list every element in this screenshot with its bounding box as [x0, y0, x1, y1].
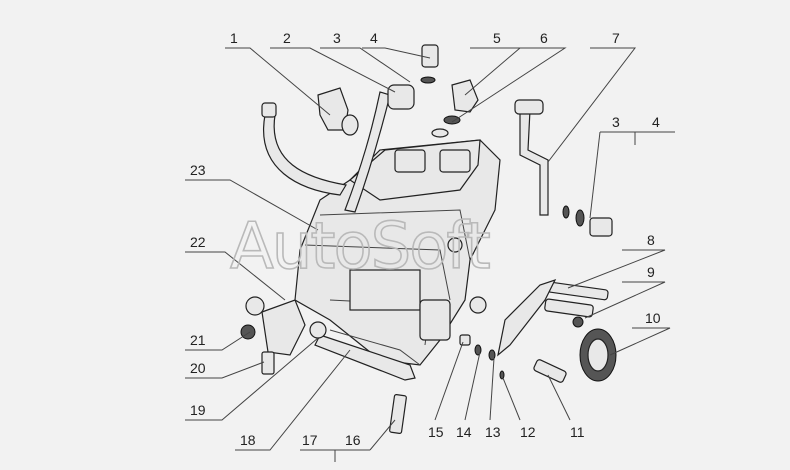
- callout-20: 20: [190, 360, 206, 376]
- pipes: [261, 91, 549, 216]
- upper-fittings: [317, 44, 479, 138]
- callout-23: 23: [190, 162, 206, 178]
- callout-19: 19: [190, 402, 206, 418]
- watermark-text: AutoSoft: [230, 210, 490, 284]
- callout-17: 17: [302, 432, 318, 448]
- callout-6: 6: [540, 30, 548, 46]
- callout-9: 9: [647, 264, 655, 280]
- callout-1: 1: [230, 30, 238, 46]
- callout-21: 21: [190, 332, 206, 348]
- callout-15: 15: [428, 424, 444, 440]
- main-housing: [294, 139, 501, 366]
- callout-4: 4: [370, 30, 378, 46]
- callout-10: 10: [645, 310, 661, 326]
- callout-12: 12: [520, 424, 536, 440]
- callout-3: 3: [333, 30, 341, 46]
- callout-14: 14: [456, 424, 472, 440]
- callout-2: 2: [283, 30, 291, 46]
- callout-22: 22: [190, 234, 206, 250]
- leader-lines: [185, 47, 675, 462]
- callout-16: 16: [345, 432, 361, 448]
- callout-5: 5: [493, 30, 501, 46]
- callout-11: 11: [570, 424, 585, 440]
- small-washers: [459, 334, 505, 380]
- callout-18: 18: [240, 432, 256, 448]
- callout-3-right: 3: [612, 114, 620, 130]
- callout-7: 7: [612, 30, 620, 46]
- callout-4-right: 4: [652, 114, 660, 130]
- callout-labels: 1 2 3 4 5 6 7 3 4 8 9 10 23 22 21 20 19 …: [190, 30, 661, 448]
- right-parts: [497, 205, 617, 383]
- callout-8: 8: [647, 232, 655, 248]
- callout-13: 13: [485, 424, 501, 440]
- lower-left-parts: [240, 296, 416, 434]
